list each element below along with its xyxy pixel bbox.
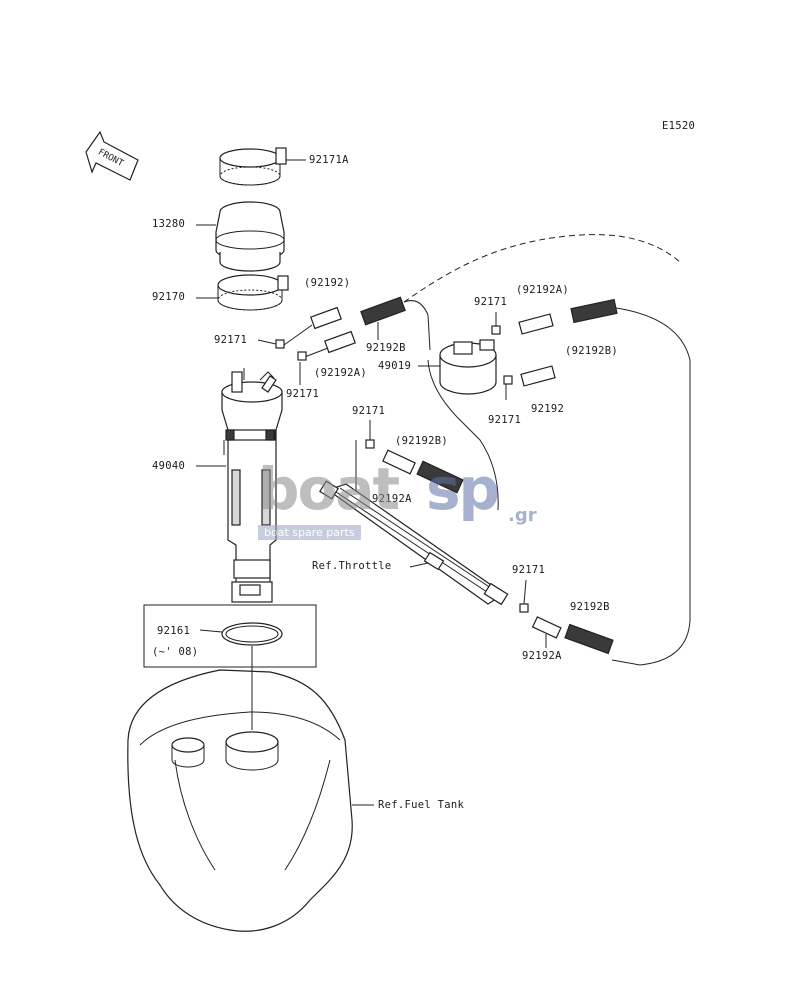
label-92192b-b: 92192B — [570, 601, 610, 613]
diagram-code: E1520 — [662, 120, 696, 132]
oring-92161-box — [143, 604, 317, 668]
label-92161: 92161 — [157, 625, 191, 637]
leader-lines — [196, 159, 547, 806]
label-92170: 92170 — [152, 291, 186, 303]
label-92171-c: 92171 — [474, 296, 508, 308]
label-ref-throttle: Ref.Throttle — [312, 560, 392, 572]
label-92192-paren: (92192) — [304, 277, 351, 289]
label-92192a-paren-a: (92192A) — [314, 367, 367, 379]
label-92161-note: (~' 08) — [152, 646, 199, 658]
grommet-13280 — [215, 201, 285, 272]
clamp-92170 — [217, 274, 289, 311]
front-arrow-icon: FRONT — [85, 130, 139, 181]
label-13280: 13280 — [152, 218, 186, 230]
fuel-pump-49040 — [221, 368, 283, 603]
hose-set-middle — [355, 439, 464, 505]
label-92171-f: 92171 — [512, 564, 546, 576]
label-49019: 49019 — [378, 360, 412, 372]
label-92171-d: 92171 — [488, 414, 522, 426]
label-92192a-paren-b: (92192A) — [516, 284, 569, 296]
watermark-tagline: boat spare parts — [258, 525, 361, 540]
hose-set-upper — [275, 234, 681, 361]
label-92192a-a: 92192A — [372, 493, 412, 505]
label-92192b-paren-b: (92192B) — [395, 435, 448, 447]
label-92192: 92192 — [531, 403, 565, 415]
label-92192b-a: 92192B — [366, 342, 406, 354]
watermark-brand-right: sp — [426, 455, 500, 523]
clamp-92171a — [219, 147, 287, 186]
regulator-49019 — [427, 298, 691, 666]
fuel-tank — [127, 646, 353, 932]
label-92192b-paren-a: (92192B) — [565, 345, 618, 357]
label-92171-a: 92171 — [214, 334, 248, 346]
watermark: boat sp .gr boat spare parts — [258, 455, 558, 545]
label-92171-e: 92171 — [352, 405, 386, 417]
label-92171a: 92171A — [309, 154, 349, 166]
label-ref-fuel-tank: Ref.Fuel Tank — [378, 799, 465, 811]
watermark-brand-left: boat — [258, 455, 400, 523]
label-49040: 49040 — [152, 460, 186, 472]
label-92171-b: 92171 — [286, 388, 320, 400]
fuel-rail — [319, 480, 614, 655]
watermark-brand-suffix: .gr — [508, 505, 537, 526]
label-92192a-b: 92192A — [522, 650, 562, 662]
